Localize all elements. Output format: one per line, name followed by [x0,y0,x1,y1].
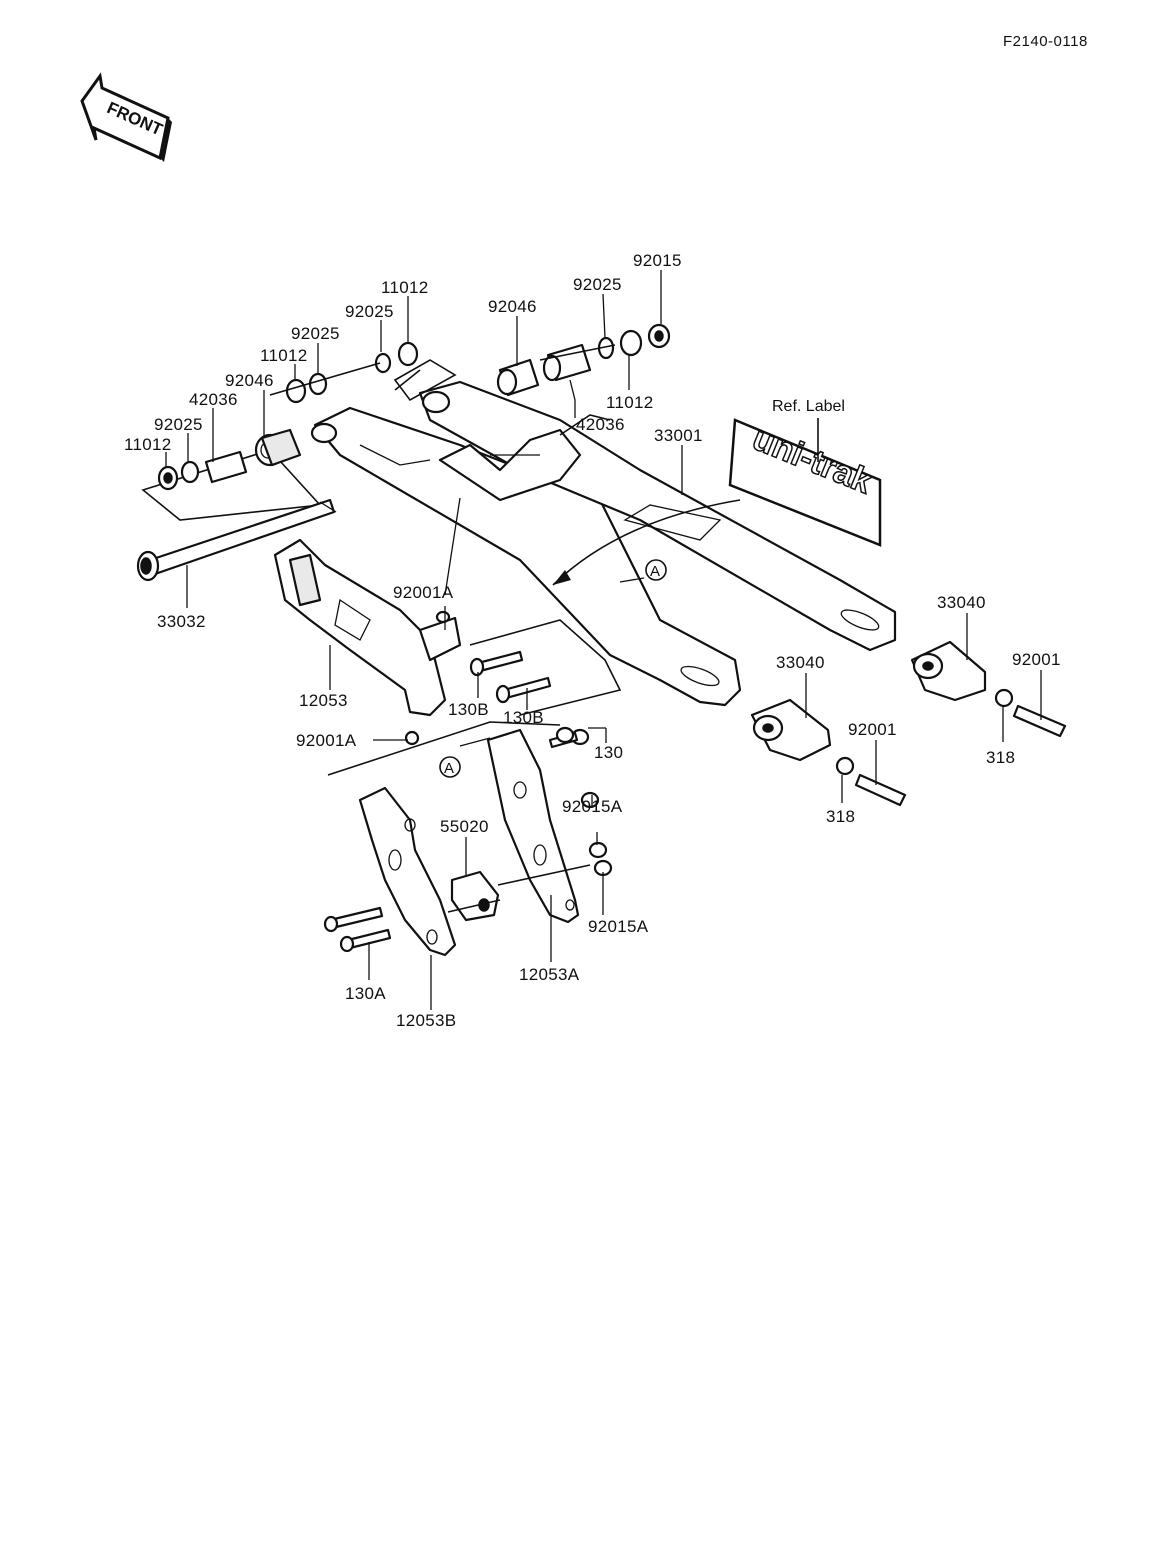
svg-text:A: A [444,760,454,777]
part-label: 33001 [654,426,703,445]
part-label: 130B [448,700,489,719]
part-labels: 92015 92025 92046 11012 42036 33001 Ref.… [124,251,1061,1030]
part-label: 92025 [291,324,340,343]
part-label: 11012 [606,393,654,412]
part-label: 130A [345,984,386,1003]
part-label: 130 [594,743,623,762]
part-label: 92046 [225,371,274,390]
part-label: 92025 [345,302,394,321]
part-label: 92046 [488,297,537,316]
part-label: 92001A [296,731,357,750]
part-label: 33040 [937,593,986,612]
part-label: 92001A [393,583,454,602]
part-label: 92025 [573,275,622,294]
chain-guide-12053 [273,538,462,746]
pivot-shaft-33032 [136,498,337,582]
callout-marker-a-upper: A [645,559,667,581]
part-label: 92015A [588,917,649,936]
part-label: 33032 [157,612,206,631]
part-label: 318 [986,748,1015,767]
leader-lines [165,270,1042,1010]
part-label: 318 [826,807,855,826]
pivot-parts-right [394,323,671,397]
part-label: 92015 [633,251,682,270]
front-arrow-icon: FRONT [80,72,172,162]
part-label: 92001 [1012,650,1061,669]
part-label: 92001 [848,720,897,739]
part-label: 11012 [260,346,308,365]
chain-guard-plates [323,721,613,957]
ref-label-caption: Ref. Label [772,398,845,415]
part-label: 42036 [189,390,238,409]
part-label: 130B [503,708,544,727]
part-label: 92025 [154,415,203,434]
part-label: 11012 [381,278,429,297]
part-label: 12053 [299,691,348,710]
pivot-parts-left [141,341,457,521]
part-label: 92015A [562,797,623,816]
callout-marker-a-lower: A [439,756,461,778]
document-code: F2140-0118 [1003,33,1088,50]
part-label: 55020 [440,817,489,836]
chain-adjusters-33040 [750,640,1067,807]
svg-text:A: A [650,563,660,580]
part-label: 12053B [396,1011,456,1030]
part-label: 42036 [576,415,625,434]
part-label: 33040 [776,653,825,672]
part-label: 12053A [519,965,580,984]
swingarm-33001 [310,380,897,707]
part-label: 11012 [124,435,172,454]
